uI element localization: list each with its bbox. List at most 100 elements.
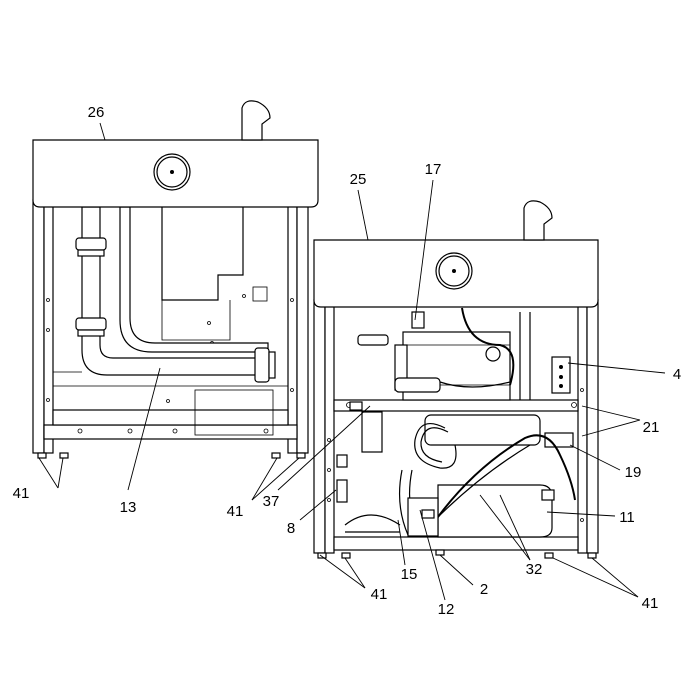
relay-switch xyxy=(421,509,435,519)
callout-37: 37 xyxy=(263,493,280,510)
leg-hole xyxy=(327,498,331,502)
right-unit-left-leg-inner xyxy=(324,299,335,554)
side-pipes xyxy=(519,312,531,400)
pipe-coupling-lower-ring xyxy=(77,329,105,337)
rail-bolt xyxy=(127,428,133,434)
leader-13 xyxy=(127,367,161,491)
hose-coil-inner xyxy=(420,427,449,463)
foot xyxy=(296,452,306,459)
wiring-harness-32b xyxy=(434,444,531,521)
lower-wires xyxy=(344,514,401,533)
leader-41-mid-a xyxy=(251,457,278,501)
leader-41-left-a xyxy=(38,457,59,489)
leader-41-bottom-a xyxy=(319,554,366,589)
leg-hole xyxy=(46,298,50,302)
cable-connector xyxy=(485,346,501,362)
left-unit-top-hood xyxy=(32,139,319,208)
callout-11: 11 xyxy=(619,509,635,526)
foot xyxy=(544,552,554,559)
left-unit-lower-panel xyxy=(52,409,289,426)
callout-41-left: 41 xyxy=(13,485,30,502)
module-led xyxy=(559,375,563,379)
upper-hose xyxy=(439,381,511,388)
gauge-dial-outer xyxy=(435,252,473,290)
foot xyxy=(341,552,351,559)
leg-hole xyxy=(580,388,584,392)
right-unit-right-leg-inner xyxy=(577,299,588,554)
right-unit-left-leg xyxy=(313,299,326,554)
cross-bar-37 xyxy=(333,399,579,412)
callout-21: 21 xyxy=(643,419,660,436)
left-unit-right-leg xyxy=(296,199,309,454)
panel-hole xyxy=(242,294,246,298)
back-panel xyxy=(161,204,244,301)
module-led xyxy=(559,384,563,388)
callout-41-mid: 41 xyxy=(227,503,244,520)
left-unit-right-leg-inner xyxy=(287,199,298,454)
leader-25 xyxy=(357,189,369,241)
leader-8 xyxy=(299,489,337,521)
module-led xyxy=(559,365,563,369)
leader-41-right-a xyxy=(552,557,639,598)
leader-26 xyxy=(99,122,106,141)
leg-hole xyxy=(327,468,331,472)
callout-41-right: 41 xyxy=(642,595,659,612)
leg-hole xyxy=(46,398,50,402)
leader-15 xyxy=(397,519,406,566)
callout-labels: 26 25 17 4 21 19 11 32 41 13 41 37 8 15 … xyxy=(13,104,682,618)
callout-4: 4 xyxy=(673,366,681,383)
gauge-dial xyxy=(156,156,188,188)
foot xyxy=(271,452,281,459)
bracket xyxy=(361,411,383,453)
control-box xyxy=(194,389,274,436)
leader-12 xyxy=(419,509,446,601)
pipe-coupling-upper xyxy=(75,237,107,251)
callout-41-bottom: 41 xyxy=(371,586,388,603)
foot xyxy=(37,452,47,459)
leader-32-b xyxy=(499,494,531,561)
gauge-dial-outer xyxy=(153,153,191,191)
callout-32: 32 xyxy=(526,561,543,578)
panel-hole xyxy=(207,321,211,325)
callout-25: 25 xyxy=(350,171,367,188)
back-panel-lower xyxy=(161,300,231,341)
tank-fitting xyxy=(541,489,555,501)
rail-bolt xyxy=(263,428,269,434)
rail-bolt xyxy=(172,428,178,434)
leg-hole xyxy=(327,438,331,442)
foot xyxy=(587,552,597,559)
leg-hole xyxy=(580,518,584,522)
foot xyxy=(59,452,69,459)
left-unit-handle xyxy=(241,100,271,141)
callout-15: 15 xyxy=(401,566,418,583)
callout-19: 19 xyxy=(625,464,642,481)
right-unit-bottom-rail xyxy=(333,536,579,551)
hose-coil xyxy=(414,422,457,469)
leader-41-bottom-b xyxy=(344,557,366,589)
pipe-coupling-upper-ring xyxy=(77,249,105,257)
leg-hole xyxy=(290,388,294,392)
gauge-center xyxy=(452,269,456,273)
leader-2 xyxy=(439,554,474,586)
leader-41-left-b xyxy=(57,457,64,489)
leader-lines xyxy=(38,122,666,601)
callout-17: 17 xyxy=(425,161,442,178)
leader-41-right-b xyxy=(591,557,639,598)
leader-37 xyxy=(277,405,371,491)
valve-17 xyxy=(411,311,425,329)
cable-loop xyxy=(461,307,515,386)
leader-21-b xyxy=(581,419,641,437)
left-unit-left-leg xyxy=(32,199,45,454)
right-unit xyxy=(313,200,599,559)
leader-41-mid-b xyxy=(251,457,300,501)
callout-13: 13 xyxy=(120,499,137,516)
pipe-outlet-ring xyxy=(268,351,276,379)
left-unit-left-leg-inner xyxy=(43,199,54,454)
terminal-block-8 xyxy=(336,479,348,503)
pipe-outlet-coupling xyxy=(254,347,270,383)
callout-8: 8 xyxy=(287,520,295,537)
bar-clip xyxy=(349,401,363,411)
wiring-harness-32 xyxy=(429,434,576,529)
leg-hole xyxy=(290,298,294,302)
